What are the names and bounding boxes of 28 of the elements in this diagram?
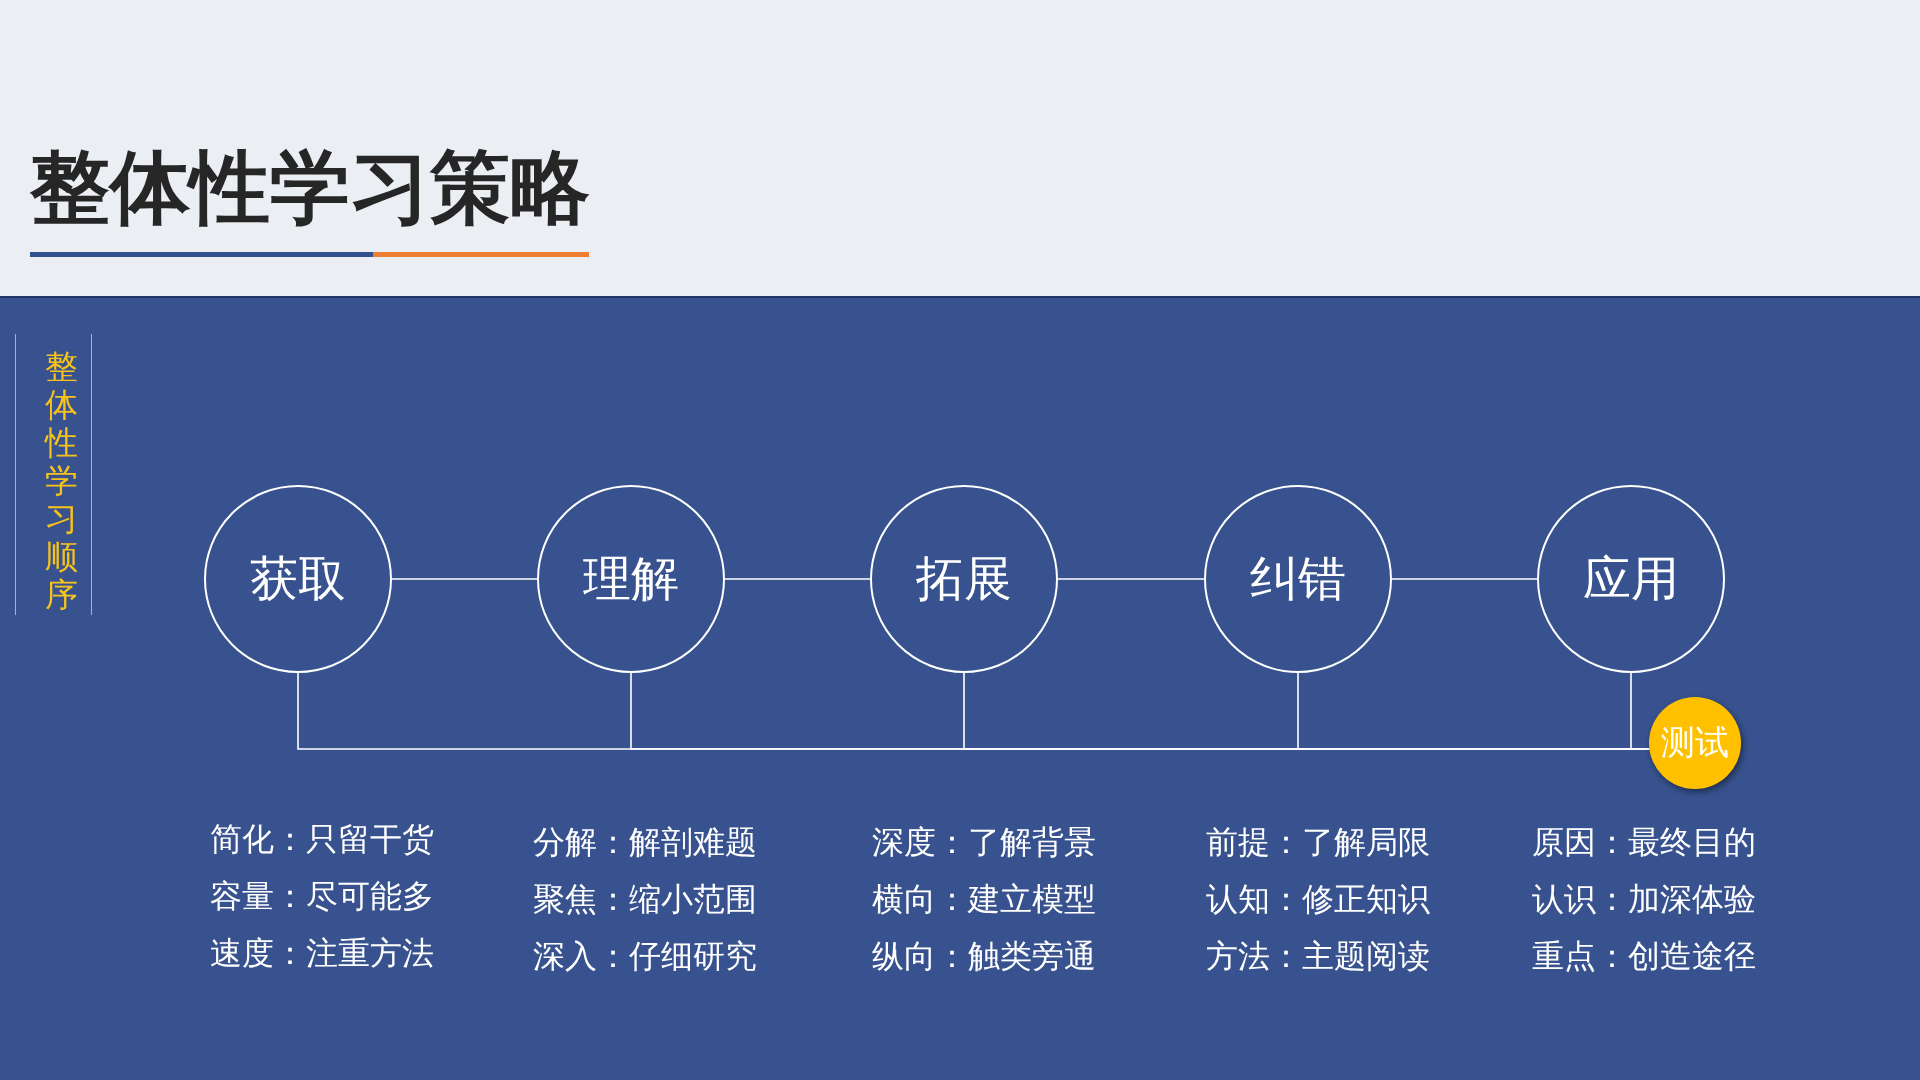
note-text: 认识：加深体验 xyxy=(1532,879,1756,919)
node-label: 纠错 xyxy=(1250,549,1346,608)
note-text: 聚焦：缩小范围 xyxy=(533,879,757,919)
vertical-label: 整体性学习顺序 xyxy=(45,348,79,614)
note-text: 速度：注重方法 xyxy=(210,933,434,973)
note-text: 横向：建立模型 xyxy=(872,879,1096,919)
node-label: 应用 xyxy=(1583,549,1679,608)
note-text: 认知：修正知识 xyxy=(1206,879,1430,919)
node-label: 拓展 xyxy=(916,549,1012,608)
connector-line xyxy=(1391,578,1538,580)
note-text: 纵向：触类旁通 xyxy=(872,936,1096,976)
connector-line xyxy=(391,578,538,580)
node-label: 测试 xyxy=(1661,721,1729,764)
node-label: 获取 xyxy=(250,549,346,608)
node-label: 理解 xyxy=(583,549,679,608)
note-text: 方法：主题阅读 xyxy=(1206,936,1430,976)
note-text: 重点：创造途径 xyxy=(1532,936,1756,976)
title: 整体性学习策略 xyxy=(30,140,590,236)
connector-line xyxy=(724,578,871,580)
note-text: 简化：只留干货 xyxy=(210,819,434,859)
connector-line xyxy=(1057,578,1205,580)
note-text: 前提：了解局限 xyxy=(1206,822,1430,862)
note-text: 原因：最终目的 xyxy=(1532,822,1756,862)
note-text: 容量：尽可能多 xyxy=(210,876,434,916)
note-text: 深度：了解背景 xyxy=(872,822,1096,862)
note-text: 深入：仔细研究 xyxy=(533,936,757,976)
connector-line xyxy=(1630,672,1651,750)
note-text: 分解：解剖难题 xyxy=(533,822,757,862)
